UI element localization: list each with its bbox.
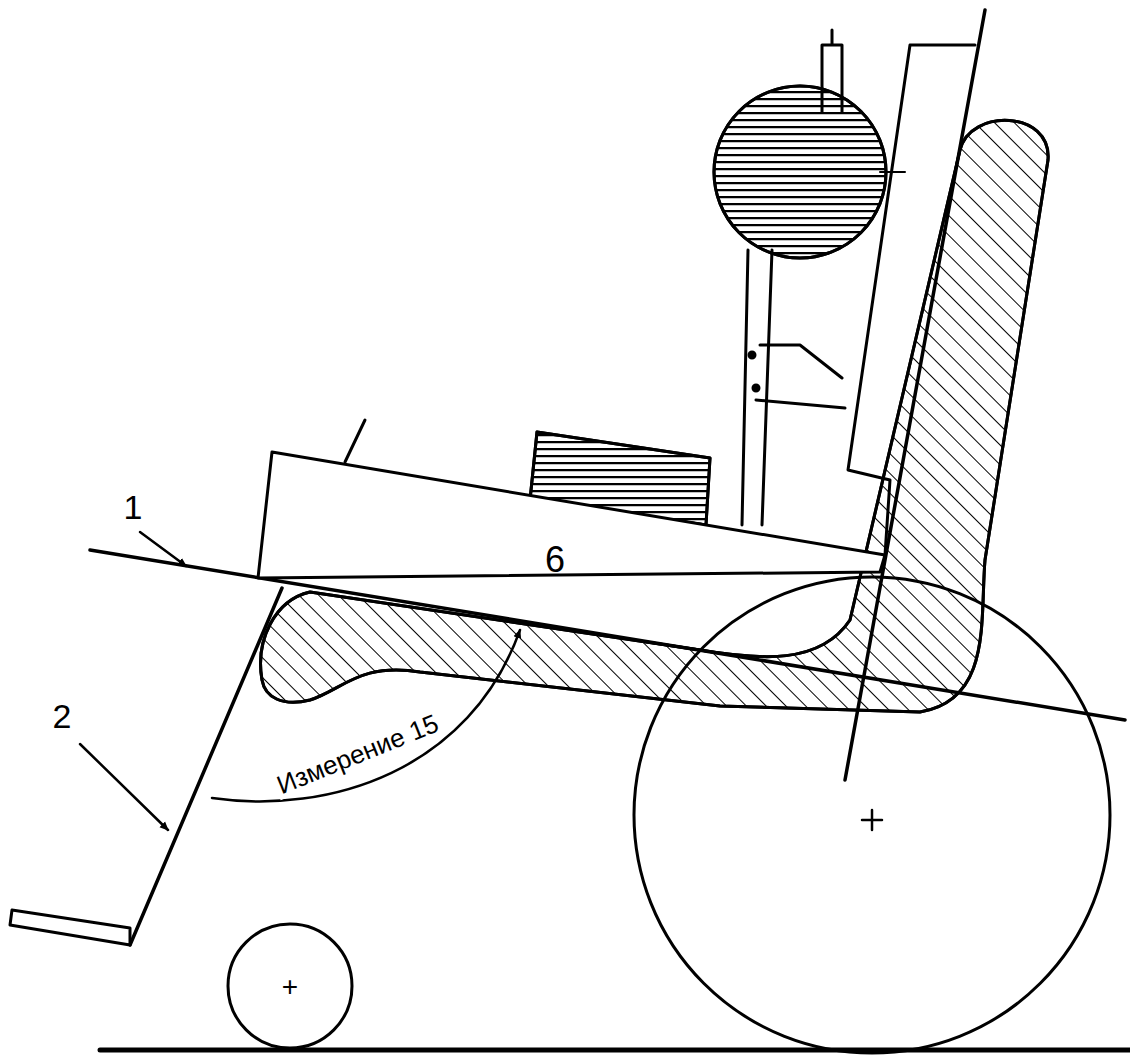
seat-block-outline — [250, 445, 895, 585]
callout-number: 6 — [545, 542, 565, 578]
svg-text:+: + — [282, 971, 298, 1002]
callout-number: 1 — [124, 490, 143, 524]
measurement-arc — [212, 630, 520, 801]
seat-block: 6 — [250, 445, 895, 585]
ground-line — [100, 1048, 1130, 1053]
stem-brace — [756, 345, 845, 408]
callout-number: 2 — [53, 699, 72, 733]
cushion-outline — [261, 120, 1049, 712]
box-handle — [345, 420, 365, 462]
gauge-ball — [714, 86, 886, 258]
gauge-stem — [742, 250, 772, 525]
footrest — [10, 910, 130, 945]
leader-line — [140, 532, 186, 566]
castor-wheel — [228, 924, 352, 1048]
hatched-cushion — [261, 120, 1049, 712]
leader-line — [80, 744, 168, 830]
leg-reference-line — [130, 588, 282, 945]
